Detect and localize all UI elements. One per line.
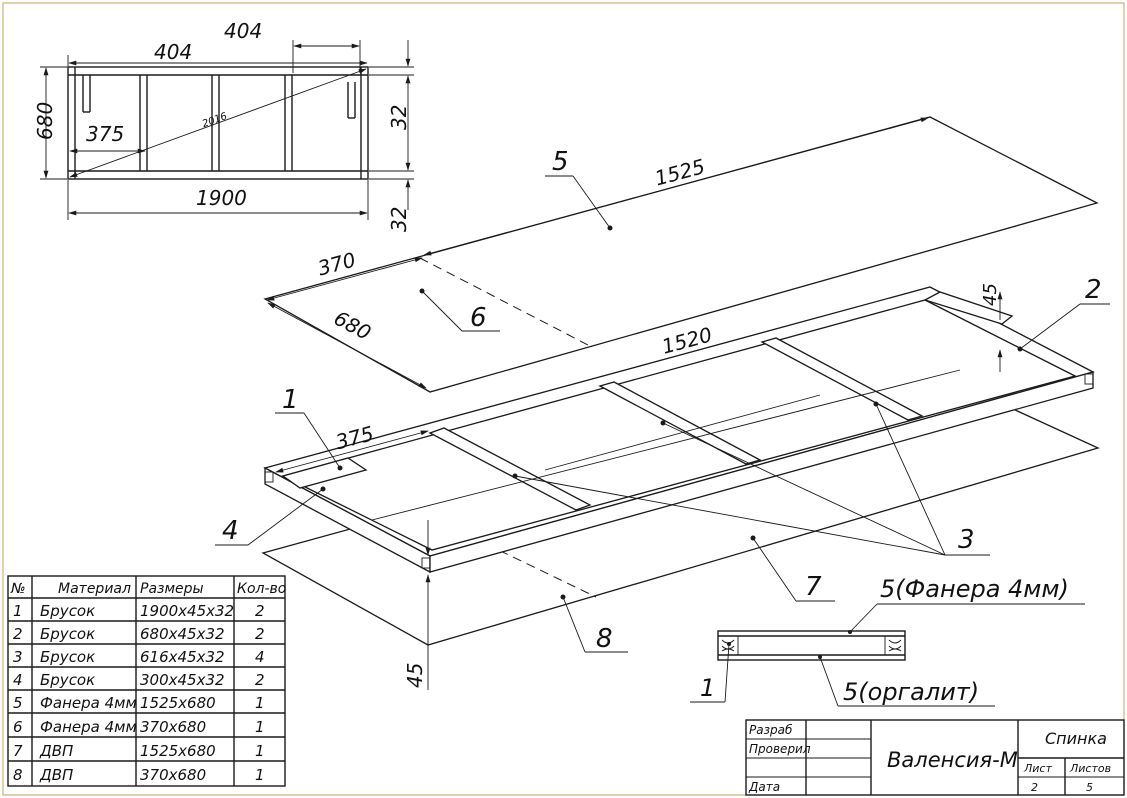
label-part-5: 5 — [552, 147, 569, 177]
label-section-top: 5(Фанера 4мм) — [880, 575, 1069, 603]
table-cell: 1 — [255, 694, 265, 712]
dim-right-span: 404 — [224, 19, 262, 43]
table-cell: Фанера 4мм — [40, 694, 137, 712]
table-cell: 1900х45х32 — [140, 602, 234, 620]
dim-height: 680 — [33, 102, 57, 140]
table-cell: Брусок — [40, 602, 95, 620]
title-row-date: Дата — [748, 780, 780, 794]
table-header-no: № — [10, 581, 26, 597]
table-cell: Брусок — [40, 625, 95, 643]
table-cell: 1 — [255, 742, 265, 760]
table-cell: 4 — [13, 671, 23, 689]
dim-right-lower: 32 — [387, 207, 411, 232]
section-detail: 5(Фанера 4мм) 5(оргалит) 1 — [690, 575, 1085, 707]
product-name: Валенсия-М — [887, 748, 1018, 772]
wooden-frame — [263, 286, 1095, 574]
label-part-1: 1 — [282, 385, 299, 415]
label-part-3: 3 — [958, 525, 975, 555]
sheet-value: 2 — [1031, 781, 1038, 794]
dim-left-gap: 375 — [86, 122, 124, 146]
table-cell: ДВП — [39, 742, 73, 760]
table-header-qty: Кол-во — [237, 581, 286, 597]
dim-diagonal: 2016 — [201, 111, 229, 130]
label-section-part: 1 — [700, 674, 715, 702]
top-view: 2016 1900 404 404 680 375 32 32 — [33, 19, 414, 232]
dim-right-upper: 32 — [387, 105, 411, 130]
label-part-7: 7 — [805, 572, 822, 602]
table-cell: 2 — [13, 625, 23, 643]
table-cell: 616х45х32 — [140, 648, 225, 666]
table-cell: Брусок — [40, 648, 95, 666]
isometric-view: 1525 370 680 1520 375 45 45 5 6 2 — [215, 116, 1110, 690]
label-part-6: 6 — [470, 303, 487, 333]
table-cell: 8 — [13, 766, 23, 784]
table-cell: 2 — [255, 602, 265, 620]
sheets-value: 5 — [1086, 781, 1093, 794]
label-part-4: 4 — [222, 516, 239, 546]
table-cell: 2 — [255, 625, 265, 643]
table-cell: 1 — [255, 766, 265, 784]
table-cell: 1525х680 — [140, 742, 216, 760]
table-cell: Фанера 4мм — [40, 718, 137, 736]
table-cell: 2 — [255, 671, 265, 689]
table-cell: 4 — [255, 648, 265, 666]
sheets-label: Листов — [1069, 762, 1111, 775]
table-cell: Брусок — [40, 671, 95, 689]
table-cell: 370х680 — [140, 766, 206, 784]
table-cell: ДВП — [39, 766, 73, 784]
part-name: Спинка — [1045, 729, 1107, 748]
table-cell: 1525х680 — [140, 694, 216, 712]
dim-frame-height-bottom: 45 — [403, 663, 427, 688]
title-block: Разраб Проверил Дата Валенсия-М Спинка Л… — [745, 719, 1125, 796]
title-row-checked: Проверил — [749, 742, 811, 756]
label-part-8: 8 — [596, 624, 613, 654]
table-cell: 1 — [255, 718, 265, 736]
frame-outline — [67, 66, 369, 180]
table-header-material: Материал — [58, 581, 131, 597]
dim-total-length: 1900 — [196, 186, 247, 210]
dim-top-span: 404 — [154, 40, 192, 64]
table-cell: 5 — [13, 694, 23, 712]
label-section-bottom: 5(оргалит) — [843, 678, 979, 706]
table-cell: 1 — [13, 602, 23, 620]
table-cell: 6 — [13, 718, 23, 736]
table-cell: 3 — [13, 648, 23, 666]
table-cell: 7 — [13, 742, 23, 760]
dim-frame-height-top: 45 — [980, 283, 1001, 306]
table-cell: 680х45х32 — [140, 625, 225, 643]
table-cell: 300х45х32 — [140, 671, 225, 689]
parts-table: № Материал Размеры Кол-во 1 Брусок 1900х… — [7, 575, 286, 787]
title-row-developed: Разраб — [749, 723, 793, 737]
table-header-size: Размеры — [140, 581, 204, 597]
label-part-2: 2 — [1085, 275, 1102, 305]
sheet-label: Лист — [1023, 762, 1052, 775]
table-cell: 370х680 — [140, 718, 206, 736]
